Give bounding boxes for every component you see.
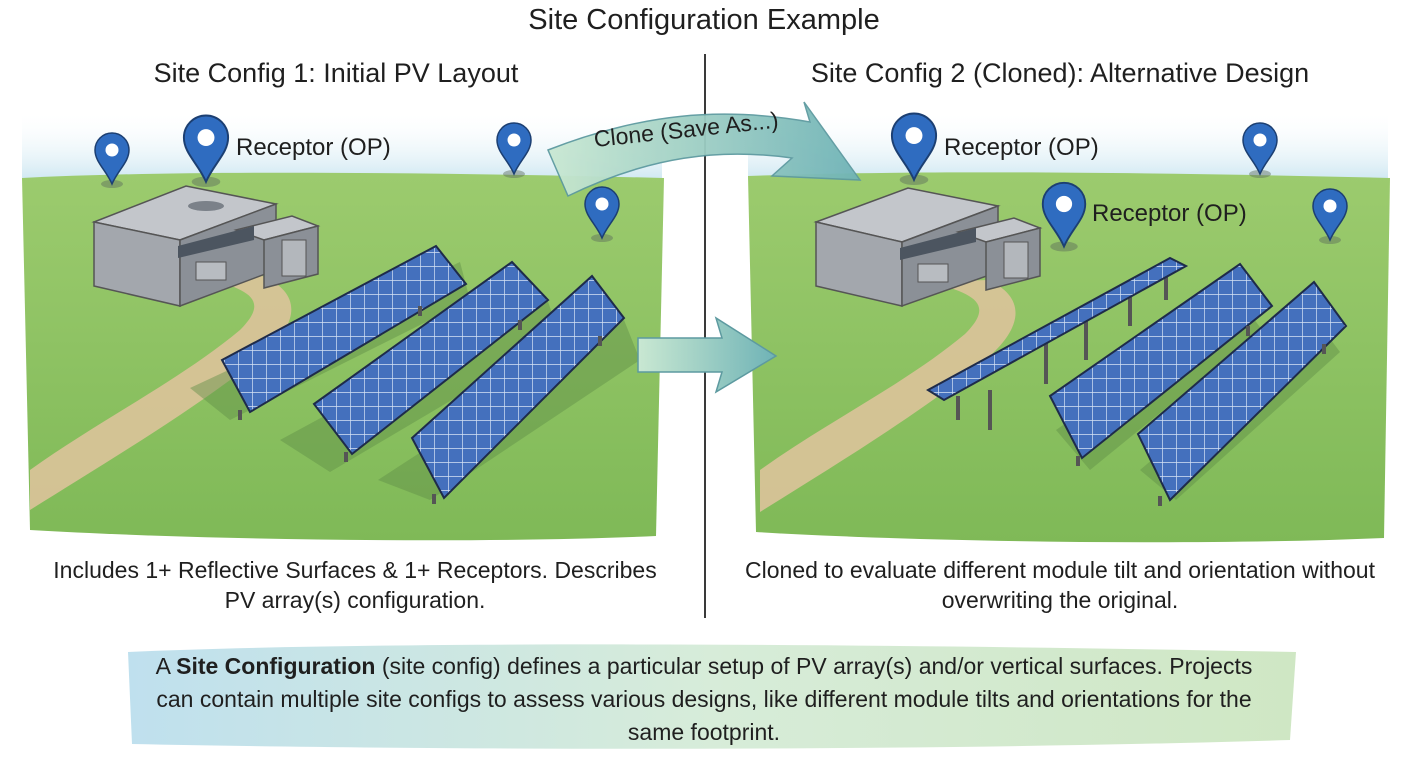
- panel-array-left-1: [220, 244, 468, 420]
- note-term: Site Configuration: [176, 653, 376, 679]
- note-prefix: A: [155, 653, 177, 679]
- sky-right: [748, 110, 1388, 180]
- dirt-path-left: [30, 276, 292, 510]
- panel-title-cloned: Site Config 2 (Cloned): Alternative Desi…: [810, 58, 1310, 88]
- panel-caption-cloned: Cloned to evaluate different module tilt…: [745, 557, 1375, 613]
- building-right: [813, 187, 1043, 308]
- page-title: Site Configuration Example: [528, 4, 880, 36]
- receptor-pin-icon: [1041, 181, 1087, 252]
- clone-arrow-icon: [547, 101, 862, 198]
- receptor-label: Receptor (OP): [944, 134, 1099, 161]
- left-scene: [22, 110, 664, 541]
- receptor-pin-icon: [1312, 188, 1348, 244]
- panel-title-initial: Site Config 1: Initial PV Layout: [153, 58, 519, 88]
- receptor-pin-icon: [1242, 122, 1278, 178]
- dirt-path-right: [760, 280, 1016, 512]
- building-left: [91, 185, 321, 308]
- panel-array-right-2: [1048, 262, 1274, 466]
- note-body: (site config) defines a particular setup…: [156, 653, 1253, 745]
- receptor-pin-icon: [890, 112, 938, 185]
- receptor-pin-icon: [584, 186, 620, 242]
- panel-array-left-3: [410, 274, 626, 504]
- receptor-pin-icon: [182, 114, 230, 187]
- receptor-pin-icon: [94, 132, 130, 188]
- panel-array-right-3: [1136, 280, 1348, 506]
- right-arrow-icon: [637, 316, 778, 394]
- right-scene: [748, 110, 1390, 543]
- definition-note: A Site Configuration (site config) defin…: [150, 650, 1258, 749]
- receptor-label: Receptor (OP): [1092, 200, 1247, 227]
- receptor-label: Receptor (OP): [236, 134, 391, 161]
- note-background: [128, 644, 1296, 749]
- panel-array-right-1: [926, 256, 1189, 430]
- panel-caption-initial: Includes 1+ Reflective Surfaces & 1+ Rec…: [53, 557, 657, 613]
- receptor-pin-icon: [496, 122, 532, 178]
- panel-array-left-2: [312, 260, 550, 462]
